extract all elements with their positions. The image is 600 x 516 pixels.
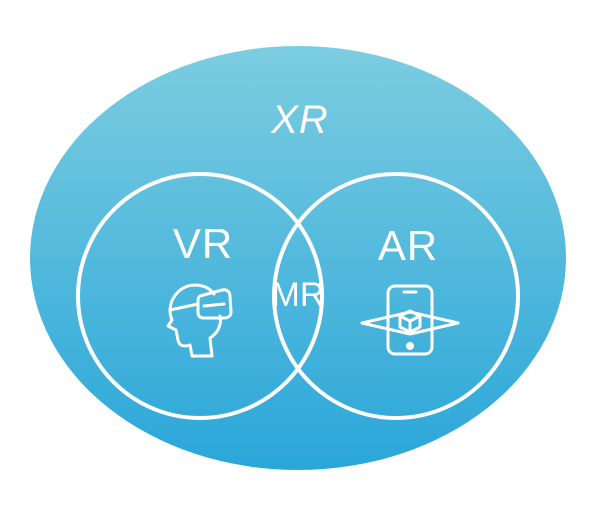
ar-circle [272, 172, 520, 420]
vr-circle [76, 172, 324, 420]
vr-headset-head-icon [166, 283, 233, 358]
xr-outer-ellipse [30, 46, 566, 470]
mr-label: MR [272, 276, 325, 314]
vr-label: VR [173, 220, 233, 267]
ar-label: AR [378, 222, 438, 269]
xr-label: XR [270, 98, 329, 142]
ar-smartphone-cube-icon [360, 284, 460, 356]
